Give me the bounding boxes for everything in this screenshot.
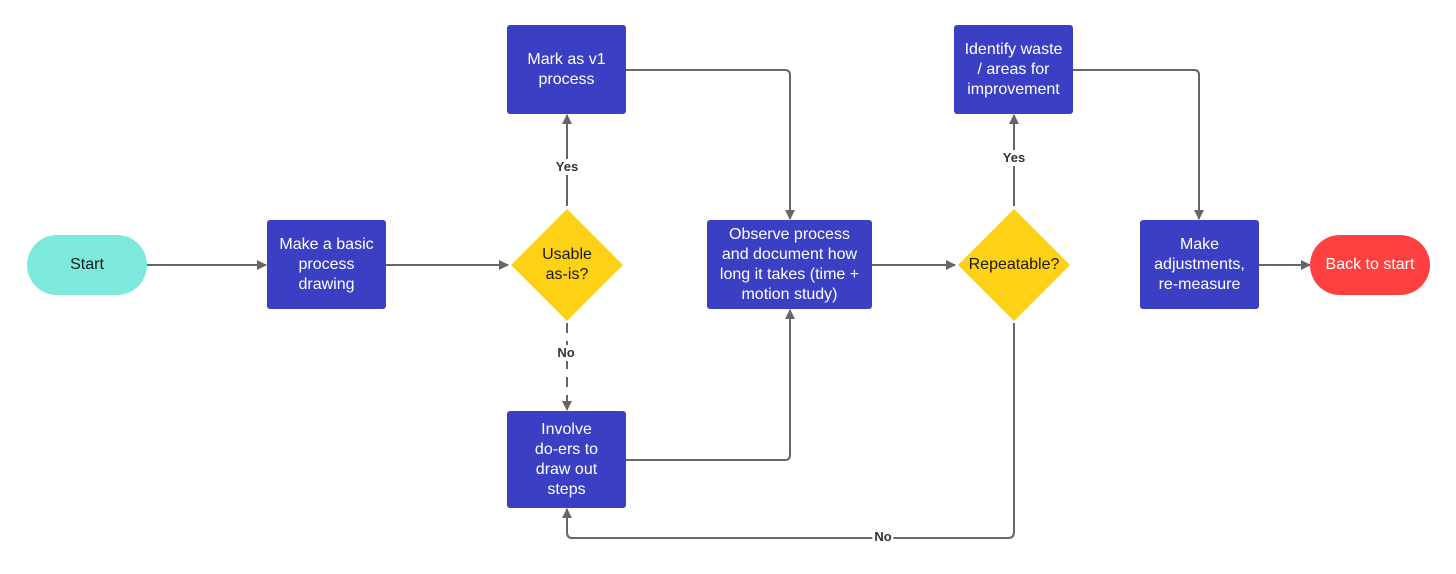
usable-label: Usable as-is?: [542, 246, 592, 283]
edge-identify-to-adjust: [1073, 69, 1204, 220]
identify-box: Identify waste / areas for improvement: [954, 25, 1073, 114]
mark-v1-label: Mark as v1 process: [527, 50, 606, 88]
repeatable-no-label: No: [872, 529, 894, 545]
usable-no-label: No: [555, 345, 577, 361]
back-to-start-terminal: Back to start: [1310, 235, 1430, 295]
identify-label: Identify waste / areas for improvement: [964, 40, 1063, 98]
edge-involve-to-observe: [626, 309, 795, 461]
repeatable-diamond-shape: [958, 209, 1070, 321]
start-terminal: Start: [27, 235, 147, 295]
involve-box: Involve do-ers to draw out steps: [507, 411, 626, 508]
repeatable-label: Repeatable?: [968, 256, 1060, 273]
mark-v1-box: Mark as v1 process: [507, 25, 626, 114]
basic-drawing-box: Make a basic process drawing: [267, 220, 386, 309]
observe-box: Observe process and document how long it…: [707, 220, 872, 309]
adjust-label: Make adjustments, re-measure: [1154, 235, 1245, 293]
back-to-start-label: Back to start: [1325, 256, 1415, 273]
repeatable-label-wrap: Repeatable?: [956, 207, 1072, 323]
usable-decision: Usable as-is?: [509, 207, 625, 323]
observe-label: Observe process and document how long it…: [719, 225, 860, 303]
basic-drawing-label: Make a basic process drawing: [279, 235, 374, 293]
usable-label-wrap: Usable as-is?: [509, 207, 625, 323]
start-label: Start: [70, 256, 104, 273]
adjust-box: Make adjustments, re-measure: [1140, 220, 1259, 309]
repeatable-yes-label: Yes: [1000, 150, 1028, 166]
edge-repeatable-no-to-involve: [562, 323, 1015, 539]
repeatable-decision: Repeatable?: [956, 207, 1072, 323]
usable-yes-label: Yes: [553, 159, 581, 175]
involve-label: Involve do-ers to draw out steps: [534, 420, 599, 498]
edge-mark-to-observe: [626, 69, 795, 220]
usable-diamond-shape: [511, 209, 623, 321]
